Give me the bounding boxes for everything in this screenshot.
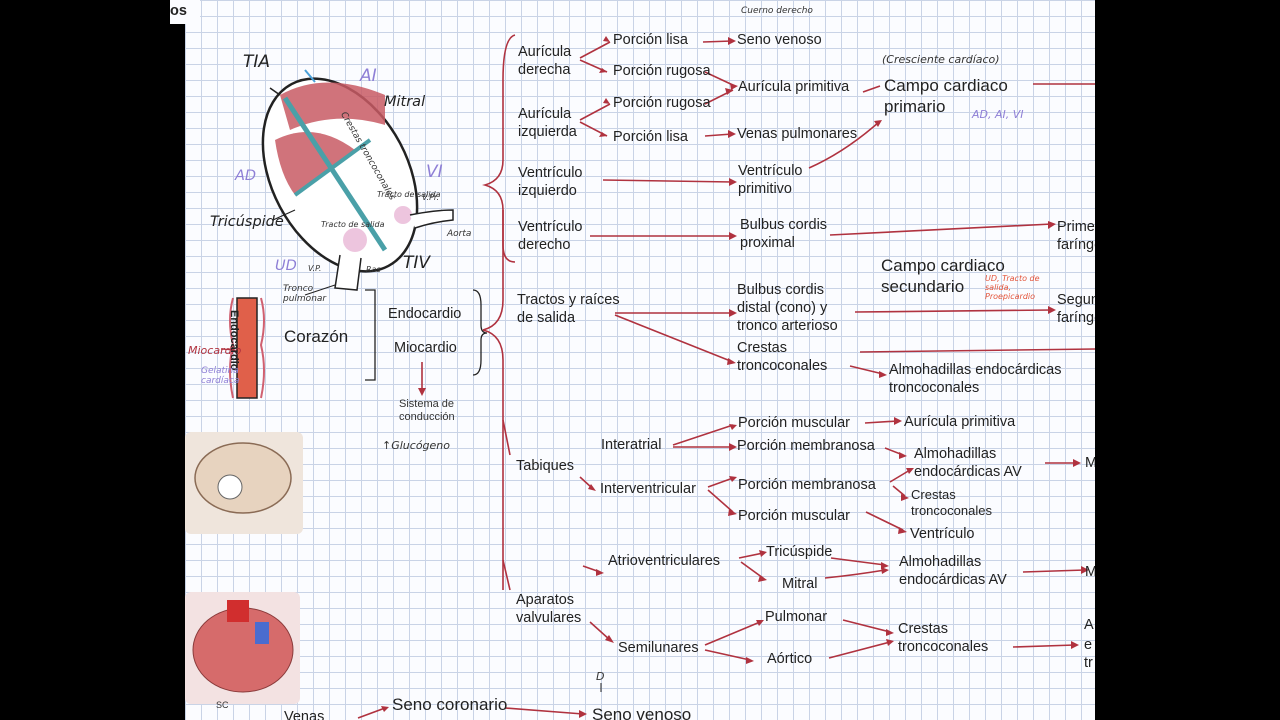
- auricula-izquierda-node: Aurícula izquierda: [518, 106, 577, 140]
- vp-label: V.P.: [308, 264, 322, 273]
- crestas-troncoconales-2: Crestas troncoconales: [911, 487, 992, 518]
- endocardio-strip: [236, 297, 258, 399]
- tracto-heart-label-2: Tracto de salida: [321, 220, 385, 229]
- gelatina-label: Gelatina cardíaca: [201, 366, 240, 386]
- notes-canvas: Corazón Endocardio Miocardio Sistema de …: [185, 0, 1095, 720]
- porcion-lisa-2: Porción lisa: [613, 129, 688, 145]
- semilunares-node: Semilunares: [618, 640, 699, 656]
- auricula-derecha-node: Aurícula derecha: [518, 44, 572, 78]
- auricula-primitiva-node: Aurícula primitiva: [738, 79, 850, 95]
- porcion-rugosa-2: Porción rugosa: [613, 95, 711, 111]
- primer-faringeo-clipped: Primer faríngeo: [1057, 219, 1095, 253]
- tricuspide-node: Tricúspide: [766, 544, 833, 560]
- seno-coronario-node: Seno coronario: [392, 695, 508, 714]
- d-letter: D: [596, 670, 605, 683]
- campo-secundario-note: UD, Tracto de salida, Proepicardio: [985, 274, 1040, 301]
- seno-venoso-node: Seno venoso: [737, 32, 822, 48]
- ventriculo-derecho-node: Ventrículo derecho: [518, 219, 583, 253]
- aortico-node: Aórtico: [767, 651, 813, 667]
- mitral-heart-label: Mitral: [384, 94, 426, 110]
- porcion-membranosa-2: Porción membranosa: [738, 477, 876, 493]
- aparatos-node: Aparatos valvulares: [516, 592, 582, 626]
- ad-label: AD: [235, 168, 257, 184]
- bulbus-proximal-node: Bulbus cordis proximal: [740, 217, 828, 251]
- cuerno-derecho-note: Cuerno derecho: [741, 6, 813, 16]
- almohadillas-troncoconales-node: Almohadillas endocárdicas troncoconales: [889, 362, 1062, 396]
- porcion-membranosa-1: Porción membranosa: [737, 438, 875, 454]
- porcion-muscular-2: Porción muscular: [738, 508, 851, 524]
- interatrial-node: Interatrial: [601, 437, 662, 453]
- seno-venoso-2-node: Seno venoso: [592, 705, 692, 720]
- pulmonar-node: Pulmonar: [765, 609, 828, 625]
- crestas-troncoconales-3: Crestas troncoconales: [898, 621, 989, 655]
- clipped-tr: tr: [1084, 655, 1093, 671]
- venas-pulmonares-node: Venas pulmonares: [737, 126, 858, 142]
- mitral-node: Mitral: [782, 576, 818, 592]
- miocardio-side-label: Miocardio: [188, 344, 242, 357]
- corazon-label: Corazón: [284, 327, 349, 346]
- interventricular-node: Interventricular: [600, 481, 696, 497]
- m-clipped-1: M: [1085, 455, 1095, 471]
- tabiques-node: Tabiques: [516, 458, 575, 474]
- glucogeno-label: ↑Glucógeno: [382, 439, 450, 452]
- tricuspide-heart-label: Tricúspide: [210, 214, 284, 230]
- porcion-muscular-1: Porción muscular: [738, 415, 851, 431]
- atrioventriculares-node: Atrioventriculares: [608, 553, 721, 569]
- tronco-label: Tronco pulmonar: [283, 284, 327, 304]
- almohadillas-av-1: Almohadillas endocárdicas AV: [914, 446, 1022, 480]
- ai-label: AI: [360, 66, 377, 86]
- almohadillas-av-2: Almohadillas endocárdicas AV: [899, 554, 1007, 588]
- atrium-right: [275, 132, 355, 195]
- miocardio-node: Miocardio: [394, 340, 457, 356]
- campo-primario-node: Campo cardiaco primario: [884, 76, 1008, 116]
- vi-label: VI: [426, 162, 443, 182]
- tia-label: TIA: [243, 52, 271, 72]
- ventriculo-primitivo-node: Ventrículo primitivo: [738, 163, 803, 197]
- m-clipped-2: M: [1085, 564, 1095, 580]
- ventriculo-izquierdo-node: Ventrículo izquierdo: [518, 165, 583, 199]
- vpr-label: V.Pr.: [422, 193, 440, 202]
- campo-secundario-node: Campo cardiaco secundario: [881, 256, 1005, 296]
- clipped-title: os: [170, 3, 187, 19]
- sc-label: SC: [216, 700, 229, 710]
- heart-diagram: [220, 69, 488, 399]
- ras-label: Ras: [366, 265, 381, 274]
- crestas-troncoconales-node: Crestas troncoconales: [737, 340, 828, 374]
- aorta-label: Aorta: [447, 229, 472, 239]
- ventriculo-node: Ventrículo: [910, 526, 975, 542]
- crescente-note: (Crescientе cardíaco): [882, 53, 1000, 66]
- auricula-primitiva-2: Aurícula primitiva: [904, 414, 1016, 430]
- clipped-e: e: [1084, 637, 1093, 653]
- porcion-lisa-1: Porción lisa: [613, 32, 688, 48]
- arrow-layer: [357, 34, 1095, 719]
- segundo-faringeo-clipped: Segundo faríngeo: [1057, 292, 1095, 326]
- venas-node: Venas: [284, 709, 325, 720]
- sistema-label: Sistema de conducción: [399, 398, 455, 423]
- clipped-a: A: [1084, 617, 1094, 633]
- porcion-rugosa-1: Porción rugosa: [613, 63, 711, 79]
- atrium-top: [280, 82, 385, 130]
- tracto-heart-label: Tracto de salida: [377, 190, 441, 199]
- tractos-node: Tractos y raíces de salida: [517, 292, 620, 326]
- campo-primario-sub: AD, AI, VI: [972, 108, 1024, 121]
- ud-label: UD: [275, 258, 297, 274]
- bulbus-distal-node: Bulbus cordis distal (cono) y tronco art…: [737, 282, 838, 334]
- tiv-label: TIV: [403, 253, 431, 273]
- endocardio-node: Endocardio: [388, 306, 462, 322]
